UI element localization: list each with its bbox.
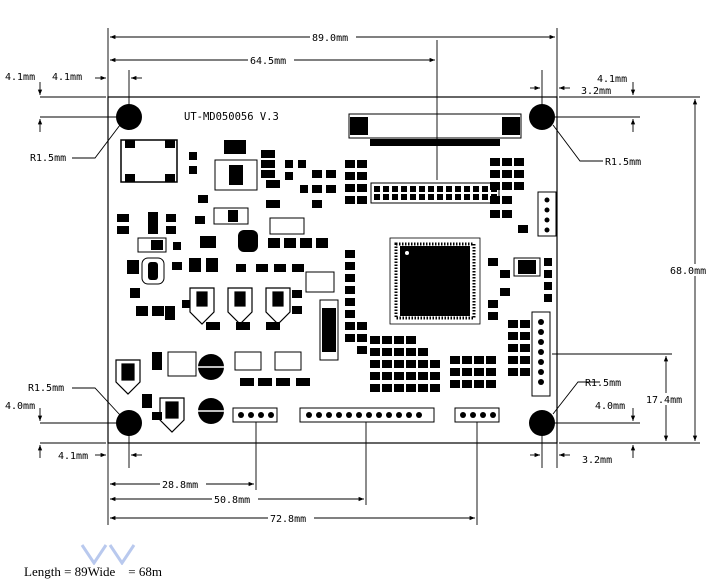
dim-to-connector: 64.5mm xyxy=(250,56,286,67)
dim-overall-width: 89.0mm xyxy=(312,33,348,44)
dim-left-bottom-y: 4.0mm xyxy=(5,401,35,412)
radius-tl: R1.5mm xyxy=(30,153,66,164)
caption-text: Length = 89Wide = 68m xyxy=(24,564,162,579)
mount-hole-bl xyxy=(116,410,142,436)
board-model-label: UT-MD050056 V.3 xyxy=(184,111,279,123)
side-connector-right xyxy=(531,191,557,397)
dimension-lines xyxy=(37,28,700,525)
bottom-connector-right xyxy=(454,407,500,423)
dim-conn3-x: 72.8mm xyxy=(270,514,306,525)
main-qfp-chip xyxy=(389,237,481,325)
radius-bl: R1.5mm xyxy=(28,383,64,394)
round-inductors xyxy=(198,354,224,424)
dimension-labels: 89.0mm 64.5mm 4.1mm 4.1mm 4.1mm 3.2mm R1… xyxy=(5,31,720,525)
dim-right-top-x: 3.2mm xyxy=(581,86,611,97)
bottom-connector-middle xyxy=(299,407,435,423)
radius-br: R1.5mm xyxy=(585,378,621,389)
dim-left-top-x: 4.1mm xyxy=(52,72,82,83)
smd-row-lower xyxy=(142,351,310,420)
dim-right-conn-height: 17.4mm xyxy=(646,395,682,406)
mount-hole-tr xyxy=(529,104,555,130)
dim-right-bottom-y: 4.0mm xyxy=(595,401,625,412)
dim-left-bottom-x: 4.1mm xyxy=(58,451,88,462)
mount-hole-br xyxy=(529,410,555,436)
dim-left-top-y: 4.1mm xyxy=(5,72,35,83)
board-outline xyxy=(107,96,558,444)
capacitors xyxy=(115,287,291,433)
mount-hole-tl xyxy=(116,104,142,130)
top-fpc-connector xyxy=(348,113,522,146)
dim-right-bottom-x: 3.2mm xyxy=(582,455,612,466)
dim-overall-height: 68.0mm xyxy=(670,266,706,277)
bottom-connector-left xyxy=(232,407,278,423)
inductor-block xyxy=(120,139,178,183)
radius-tr: R1.5mm xyxy=(605,157,641,168)
dim-conn2-x: 50.8mm xyxy=(214,495,250,506)
watermark-logo xyxy=(80,544,136,565)
dim-conn1-x: 28.8mm xyxy=(162,480,198,491)
dim-right-top-y: 4.1mm xyxy=(597,74,627,85)
smd-components xyxy=(117,140,552,392)
header-strip xyxy=(370,182,500,204)
